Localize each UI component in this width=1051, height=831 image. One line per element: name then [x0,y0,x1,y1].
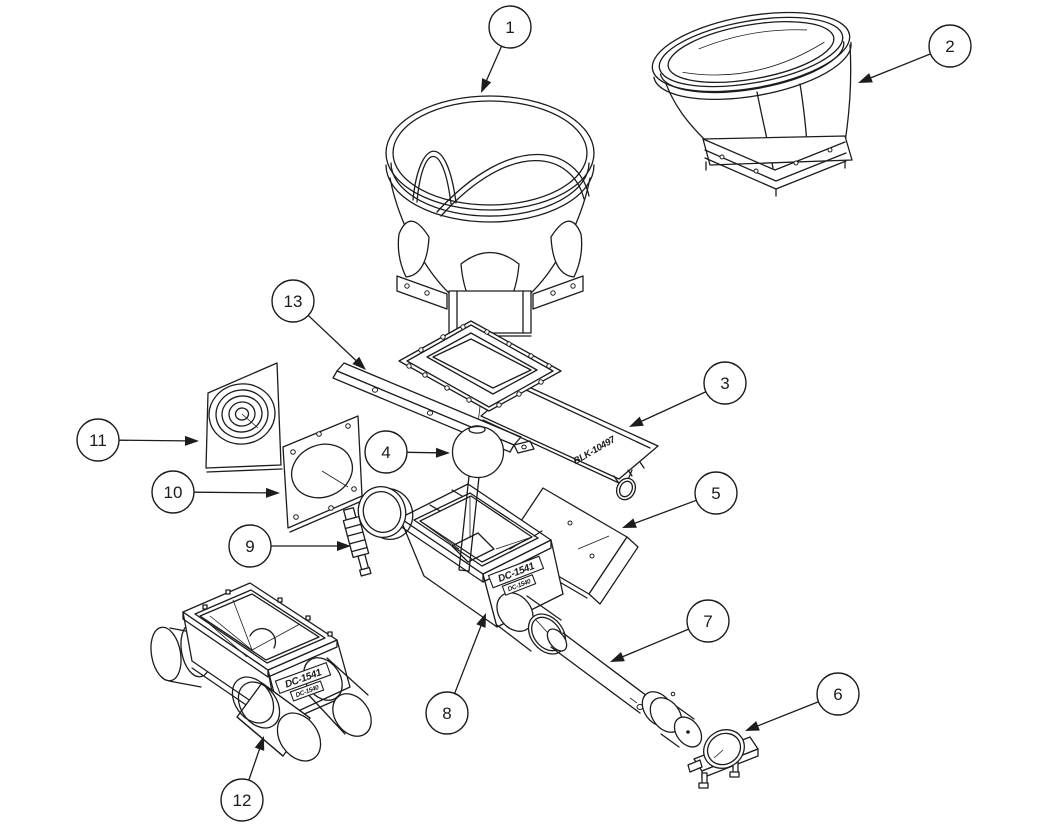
part-label-box [274,661,332,695]
leader-arrowhead-icon [858,73,873,83]
part-label-box [487,555,545,589]
callout-balloon [488,5,532,49]
leader-arrowhead-icon [622,518,637,528]
callout-1-funnel-hopper: 1 [481,5,532,93]
callout-balloon [686,599,730,643]
part-single-outlet-box [399,483,567,655]
leader-arrowhead-icon [337,541,351,551]
part-label-box [289,680,325,702]
callout-12-dual-outlet-box: 12 [220,736,265,822]
leader-line [755,701,820,728]
leader-line [632,499,697,525]
callout-balloon [425,691,469,735]
callout-10-adapter-plate: 10 [151,470,280,514]
callout-8-single-outlet-box: 8 [425,613,486,735]
callout-number: 12 [233,791,252,810]
part-side-discharge-hopper [651,11,853,197]
part-discharge-tube [546,628,703,748]
leader-line [868,53,932,80]
callout-balloon [928,24,972,68]
callout-number: 9 [245,537,254,556]
leader-line [620,628,690,659]
leader-line [193,491,269,494]
leader-line [639,391,707,423]
leader-line [485,45,503,83]
callout-number: 7 [703,612,712,631]
leader-arrowhead-icon [352,356,366,370]
callout-3-slide-gate-plate: 3 [629,361,747,427]
callout-number: 11 [89,431,107,450]
callout-number: 5 [711,484,720,503]
part-label-box [501,574,537,596]
part-slide-gate-plate [480,382,659,501]
leader-arrowhead-icon [481,78,492,93]
part-gate-frame [398,320,562,412]
callout-balloon [703,361,747,405]
callout-number: 10 [164,483,183,502]
callout-number: 2 [945,37,954,56]
callout-number: 4 [381,443,390,462]
callout-13-mounting-bracket: 13 [271,279,366,370]
part-u-bolt-clamp [687,729,759,789]
callout-balloon [816,672,860,716]
callout-11-grommet-plate: 11 [76,418,199,462]
callout-2-side-discharge-hopper: 2 [858,24,972,83]
callout-number: 1 [505,18,514,37]
callout-number: 8 [442,704,451,723]
leader-line [248,746,261,781]
leader-arrowhead-icon [476,613,486,628]
part-funnel-hopper [385,95,595,337]
leader-arrowhead-icon [254,736,265,751]
callout-9-hose-clamp: 9 [228,524,351,568]
leader-arrowhead-icon [265,487,280,498]
callout-balloon [228,524,272,568]
callout-balloon [220,778,264,822]
callout-balloon [364,430,408,474]
part-grommet-plate [205,362,283,473]
leader-line [453,623,483,695]
leader-arrowhead-icon [745,721,760,731]
callout-balloon [271,279,315,323]
callout-number: 13 [284,292,303,311]
callout-balloon [76,418,120,462]
callout-number: 3 [720,374,729,393]
callout-7-discharge-tube: 7 [610,599,730,662]
callout-4-ball-knob: 4 [364,430,450,474]
part-ball-knob [451,425,505,572]
leader-line [307,314,358,363]
leader-line [118,439,188,442]
part-dual-outlet-tube-2 [303,657,372,737]
leader-arrowhead-icon [435,447,450,458]
callout-balloon [151,470,195,514]
callout-5-cover-plate: 5 [622,471,738,528]
part-cover-plate [502,487,639,605]
leader-arrowhead-icon [629,416,644,427]
part-dual-outlet-tube-1 [231,676,322,762]
callout-6-u-bolt-clamp: 6 [745,672,860,731]
part-hose-clamp [342,486,414,577]
leader-arrowhead-icon [610,651,625,662]
callout-number: 6 [833,685,842,704]
callout-balloon [694,471,738,515]
part-adapter-plate [282,415,365,533]
leader-arrowhead-icon [184,435,199,446]
